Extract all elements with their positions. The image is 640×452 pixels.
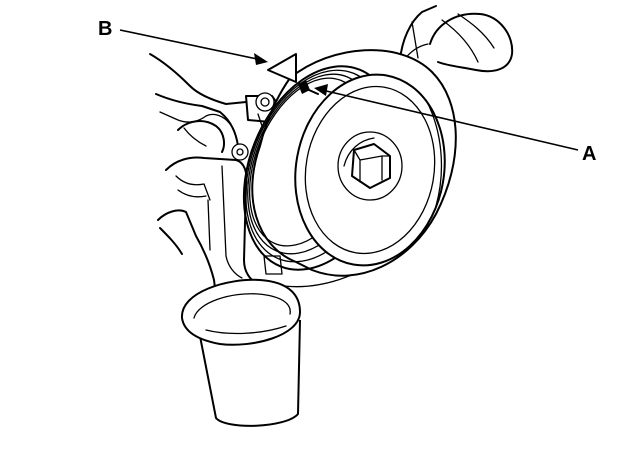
pulley-hub-bolt — [337, 131, 403, 201]
bracket-bolt — [245, 92, 283, 127]
pointer-mark — [267, 53, 297, 83]
callout-label-b: B — [98, 18, 113, 40]
oil-filter — [180, 278, 301, 427]
left-bracket — [149, 53, 247, 153]
engine-casting — [399, 5, 514, 73]
pulley-timing-mark — [298, 80, 319, 95]
callout-label-a: A — [582, 143, 597, 165]
filter-arm — [157, 156, 285, 297]
arm-bolt — [231, 143, 249, 161]
leader-lines — [119, 29, 579, 151]
